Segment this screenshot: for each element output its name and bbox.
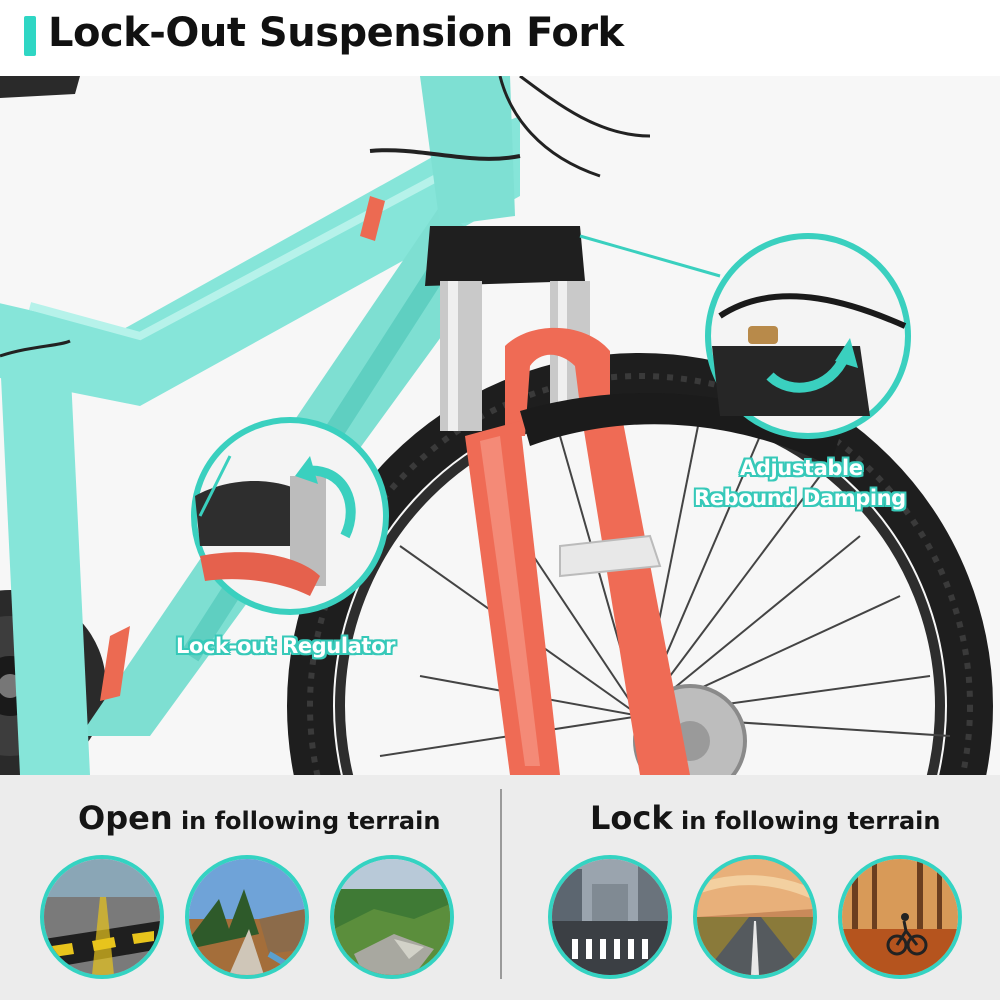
city-street-icon [548, 855, 672, 979]
autumn-forest-icon [838, 855, 962, 979]
terrain-panel: Open in following terrain Lock in follow… [0, 775, 1000, 1000]
rocky-hill-icon [330, 855, 454, 979]
lock-terrain-heading: Lock in following terrain [590, 799, 940, 837]
header: Lock-Out Suspension Fork [0, 0, 1000, 76]
bike-photo [0, 76, 1000, 775]
suspension-fork [425, 226, 840, 775]
open-suffix: in following terrain [172, 807, 441, 835]
bike-illustration [0, 76, 1000, 775]
open-terrain-heading: Open in following terrain [78, 799, 440, 837]
rebound-damping-callout [579, 233, 911, 439]
open-keyword: Open [78, 799, 173, 837]
rebound-damping-label-line1: Adjustable [740, 456, 863, 480]
lockout-regulator-label: Lock-out Regulator [176, 634, 396, 658]
rebound-damping-label-line2: Rebound Damping [694, 486, 906, 510]
title-accent-bar [24, 16, 36, 56]
forest-trail-icon [185, 855, 309, 979]
speed-bump-icon [40, 855, 164, 979]
lockout-regulator-callout [191, 417, 389, 615]
open-road-icon [693, 855, 817, 979]
lock-keyword: Lock [590, 799, 673, 837]
page-title: Lock-Out Suspension Fork [48, 10, 624, 56]
lock-suffix: in following terrain [672, 807, 941, 835]
panel-divider [500, 789, 502, 979]
